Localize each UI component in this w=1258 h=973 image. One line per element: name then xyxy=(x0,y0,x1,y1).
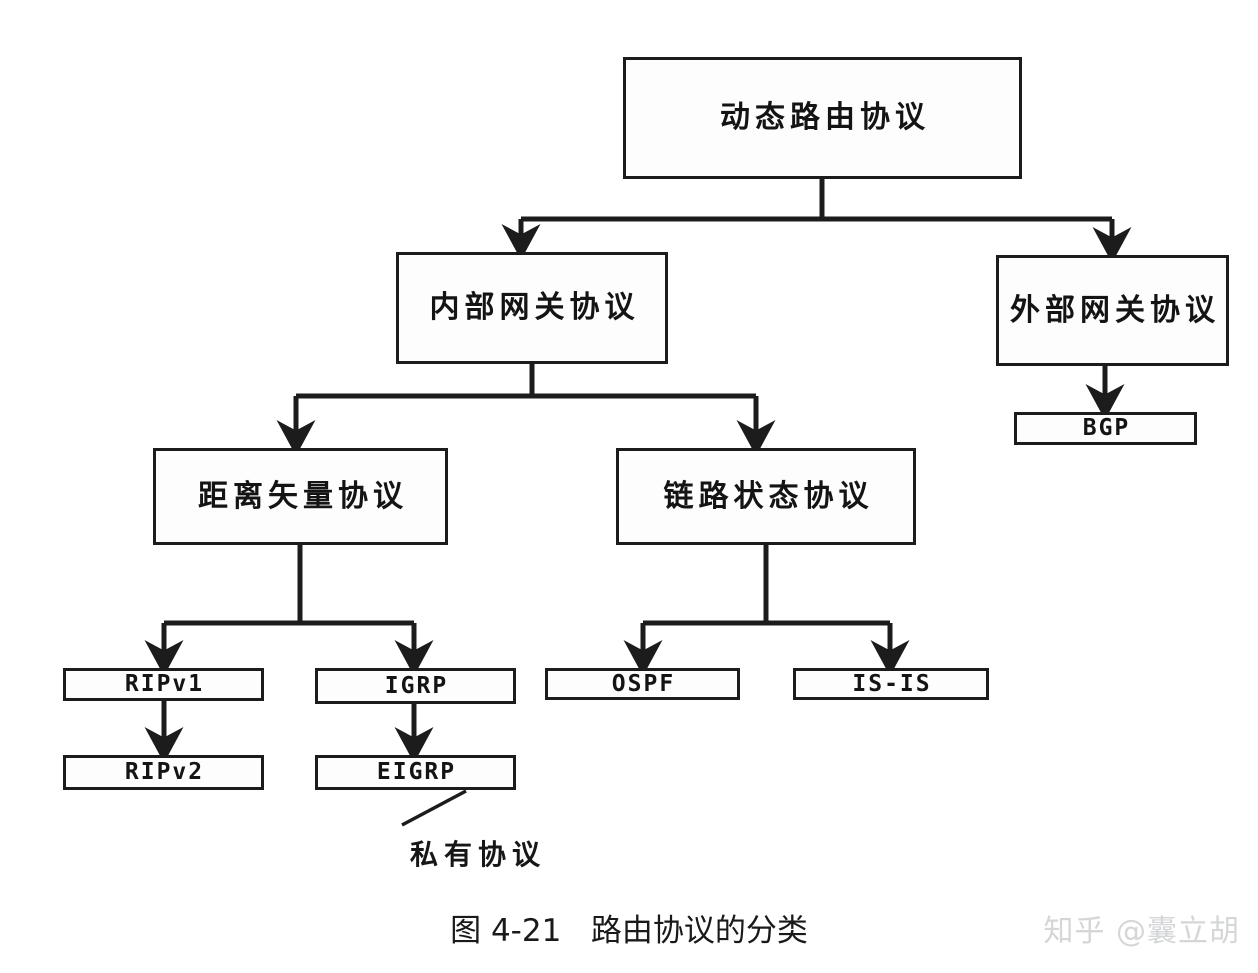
node-is-is[interactable]: IS-IS xyxy=(793,668,989,700)
node-distance-vector-protocol[interactable]: 距离矢量协议 xyxy=(153,448,448,545)
annotation-proprietary-protocol: 私有协议 xyxy=(410,838,547,871)
node-exterior-gateway-protocol[interactable]: 外部网关协议 xyxy=(996,255,1229,366)
node-bgp[interactable]: BGP xyxy=(1014,412,1197,445)
node-igrp[interactable]: IGRP xyxy=(315,668,516,704)
node-eigrp[interactable]: EIGRP xyxy=(315,755,516,790)
node-label: IS-IS xyxy=(852,670,932,697)
node-ripv2[interactable]: RIPv2 xyxy=(63,755,264,790)
node-label: 动态路由协议 xyxy=(720,100,930,135)
annotation-leader-line xyxy=(401,789,467,827)
figure-caption: 图 4-21 路由协议的分类 xyxy=(450,913,808,949)
node-ripv1[interactable]: RIPv1 xyxy=(63,668,264,701)
node-ospf[interactable]: OSPF xyxy=(545,668,740,700)
node-label: 距离矢量协议 xyxy=(198,478,408,514)
node-interior-gateway-protocol[interactable]: 内部网关协议 xyxy=(396,252,668,364)
node-link-state-protocol[interactable]: 链路状态协议 xyxy=(616,448,916,545)
node-label: EIGRP xyxy=(376,759,457,785)
node-label: RIPv2 xyxy=(124,759,205,785)
node-label: 链路状态协议 xyxy=(663,478,874,514)
node-label: BGP xyxy=(1082,415,1131,441)
node-dynamic-routing-protocol[interactable]: 动态路由协议 xyxy=(623,57,1022,179)
node-label: 外部网关协议 xyxy=(1010,292,1220,328)
zhihu-watermark: 知乎 @囊立胡 xyxy=(1043,914,1240,949)
node-label: RIPv1 xyxy=(124,671,205,697)
node-label: IGRP xyxy=(384,672,449,699)
node-label: OSPF xyxy=(611,670,676,697)
node-label: 内部网关协议 xyxy=(429,290,640,325)
